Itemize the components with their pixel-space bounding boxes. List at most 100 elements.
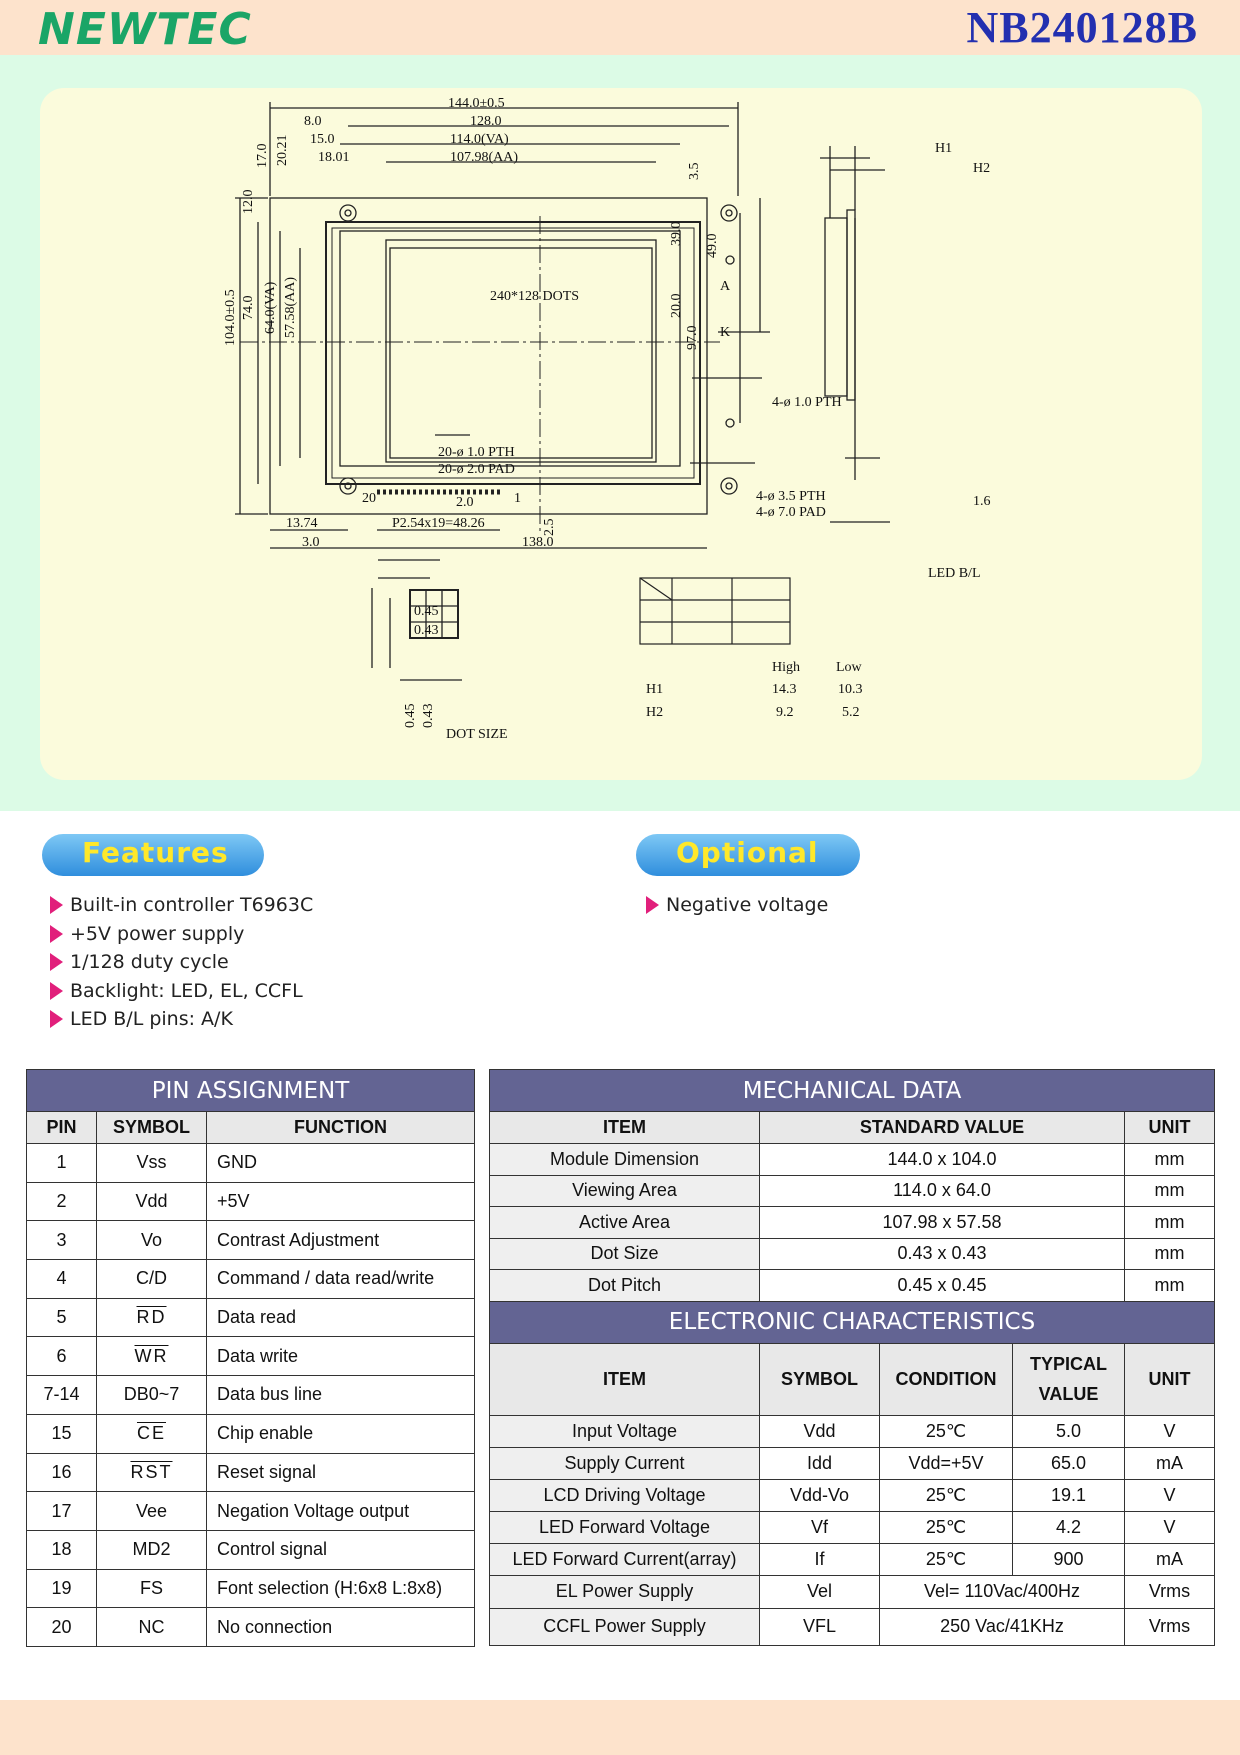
elec-symbol-header: SYMBOL — [759, 1342, 880, 1416]
optional-title: Optional — [676, 836, 819, 869]
elec-unit: V — [1124, 1510, 1215, 1544]
h-value-table — [639, 577, 791, 645]
dim-text-15: 15.0 — [310, 132, 335, 147]
dot-grid — [409, 589, 459, 639]
dim-text-2-0: 2.0 — [456, 495, 474, 510]
elec-value: 4.2 — [1012, 1510, 1125, 1544]
h-table-col-high: High — [772, 660, 800, 675]
elec-symbol: If — [759, 1542, 880, 1576]
pin-function: Font selection (H:6x8 L:8x8) — [206, 1568, 475, 1609]
elec-symbol: Vdd-Vo — [759, 1478, 880, 1512]
elec-condition: 25℃ — [879, 1542, 1013, 1576]
mech-unit: mm — [1124, 1269, 1215, 1302]
pin-symbol: C/D — [96, 1259, 207, 1299]
pin-number: 16 — [26, 1452, 97, 1493]
pin-symbol: DB0~7 — [96, 1375, 207, 1415]
elec-condition: Vdd=+5V — [879, 1446, 1013, 1480]
h-table-h1-low: 10.3 — [838, 682, 863, 697]
mech-value: 114.0 x 64.0 — [759, 1174, 1125, 1207]
dim-text-49: 49.0 — [705, 234, 720, 259]
pitch-label: P2.54x19=48.26 — [392, 516, 485, 531]
mount-hole-tr — [720, 204, 738, 222]
mech-unit: mm — [1124, 1174, 1215, 1207]
dim-text-17: 17.0 — [255, 144, 270, 169]
pin-function: Negation Voltage output — [206, 1491, 475, 1531]
dim-text-107: 107.98(AA) — [450, 150, 518, 165]
pin-symbol: Vee — [96, 1491, 207, 1531]
typical-label: TYPICAL — [1029, 1354, 1107, 1374]
newtec-logo: NEWTEC — [38, 4, 252, 55]
mech-value: 107.98 x 57.58 — [759, 1206, 1125, 1239]
mech-item: Viewing Area — [489, 1174, 760, 1207]
pin-symbol: WR — [96, 1336, 207, 1377]
pin-number: 4 — [26, 1259, 97, 1299]
led-bl-label: LED B/L — [928, 566, 981, 581]
pin-number: 15 — [26, 1413, 97, 1454]
dim-text-39: 39.0 — [669, 222, 684, 247]
pin20-label: 20 — [362, 491, 376, 506]
dim-text-20-0: 20.0 — [669, 294, 684, 319]
features-list: Built-in controller T6963C +5V power sup… — [48, 891, 313, 1034]
pin-number: 6 — [26, 1336, 97, 1377]
optional-item: Negative voltage — [644, 891, 828, 920]
pin-function: Control signal — [206, 1529, 475, 1570]
pin-symbol: CE — [96, 1413, 207, 1454]
mech-unit: mm — [1124, 1237, 1215, 1270]
mount-hole-bl-inner — [344, 482, 352, 490]
dim-text-114: 114.0(VA) — [450, 132, 509, 147]
pad-bottom-label: 20-ø 2.0 PAD — [438, 462, 515, 477]
h-table-h1-high: 14.3 — [772, 682, 797, 697]
dim-text-97: 97.0 — [685, 326, 700, 351]
features-heading: Features — [42, 834, 264, 876]
dim-text-128: 128.0 — [470, 114, 502, 129]
elec-condition: 25℃ — [879, 1414, 1013, 1448]
pin-number: 3 — [26, 1220, 97, 1261]
pin-symbol: Vss — [96, 1143, 207, 1183]
pin-number: 2 — [26, 1181, 97, 1222]
elec-value: 5.0 — [1012, 1414, 1125, 1448]
model-number: NB240128B — [966, 3, 1198, 52]
pin-number: 17 — [26, 1491, 97, 1531]
mech-value: 144.0 x 104.0 — [759, 1143, 1125, 1176]
mech-item: Module Dimension — [489, 1143, 760, 1176]
pin-symbol: Vdd — [96, 1181, 207, 1222]
pin-number: 5 — [26, 1297, 97, 1338]
elec-symbol: Vf — [759, 1510, 880, 1544]
pin-symbol: Vo — [96, 1220, 207, 1261]
pin-number: 18 — [26, 1529, 97, 1570]
elec-item: Input Voltage — [489, 1414, 760, 1448]
h-table-col-low: Low — [836, 660, 863, 675]
elec-item: Supply Current — [489, 1446, 760, 1480]
elec-unit: Vrms — [1124, 1607, 1215, 1646]
bezel-inner — [331, 227, 695, 479]
mech-value: 0.45 x 0.45 — [759, 1269, 1125, 1302]
dot-043-side: 0.43 — [421, 704, 436, 729]
electronic-title: ELECTRONIC CHARACTERISTICS — [489, 1300, 1215, 1344]
pin-function: Chip enable — [206, 1413, 475, 1454]
elec-item: CCFL Power Supply — [489, 1607, 760, 1646]
mount-hole-tl — [339, 204, 357, 222]
elec-symbol: Vdd — [759, 1414, 880, 1448]
elec-condition-header: CONDITION — [879, 1342, 1013, 1416]
dot-045-top: 0.45 — [414, 604, 439, 619]
side-view-body — [824, 217, 848, 397]
dim-text-144: 144.0±0.5 — [448, 96, 505, 111]
elec-symbol: Vel — [759, 1574, 880, 1609]
center-dots-label: 240*128 DOTS — [490, 289, 579, 304]
side-h1-label: H1 — [935, 141, 952, 156]
mech-unit-header: UNIT — [1124, 1111, 1215, 1144]
